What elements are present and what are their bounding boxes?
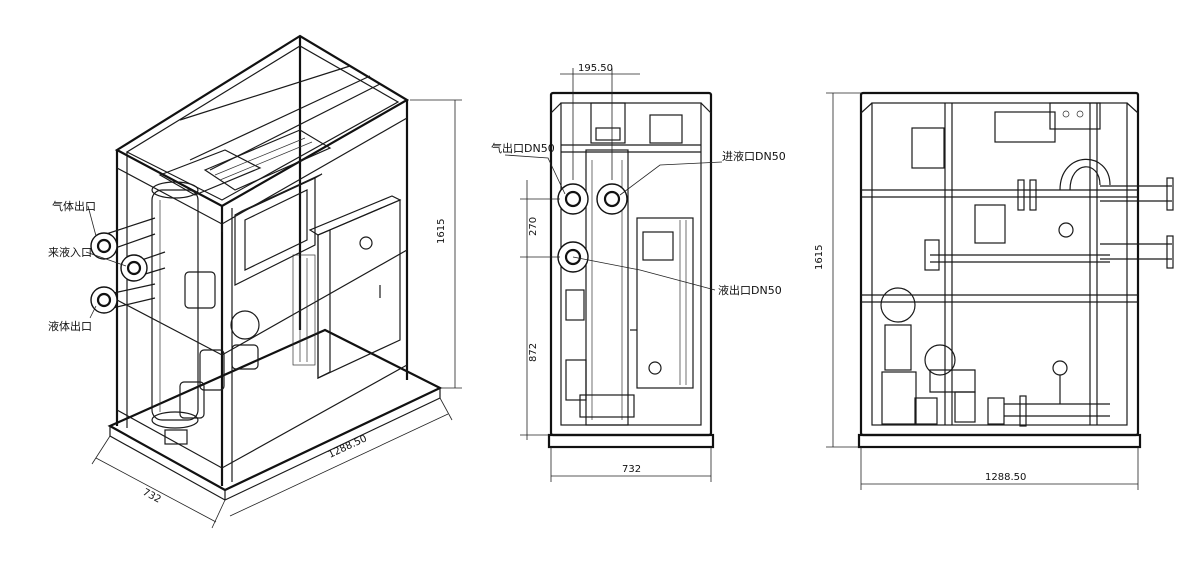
iso-dim-depth: 732	[141, 487, 163, 506]
iso-label-gas-outlet: 气体出口	[52, 199, 96, 213]
side-view: 1615 1288.50	[814, 91, 1174, 490]
front-label-liquid-inlet: 进液口DN50	[722, 149, 786, 163]
iso-label-fluid-inlet: 来液入口	[48, 245, 92, 259]
side-dim-height: 1615	[814, 245, 825, 270]
front-label-liquid-outlet: 液出口DN50	[718, 283, 782, 297]
front-dim-pitch: 270	[528, 217, 539, 236]
front-dim-width: 732	[622, 464, 641, 475]
iso-dim-height: 1615	[436, 219, 447, 244]
front-view: 气出口DN50 进液口DN50 液出口DN50 195.50 270 872 7…	[491, 63, 786, 482]
isometric-view: 气体出口 来液入口 液体出口 732 1288.50 1615	[48, 34, 462, 529]
front-dim-offset: 195.50	[578, 63, 613, 74]
side-dim-width: 1288.50	[985, 472, 1026, 483]
iso-dim-width: 1288.50	[327, 433, 369, 460]
front-dim-lower: 872	[528, 343, 539, 362]
front-label-gas-outlet: 气出口DN50	[491, 141, 555, 155]
iso-label-liquid-outlet: 液体出口	[48, 319, 92, 333]
